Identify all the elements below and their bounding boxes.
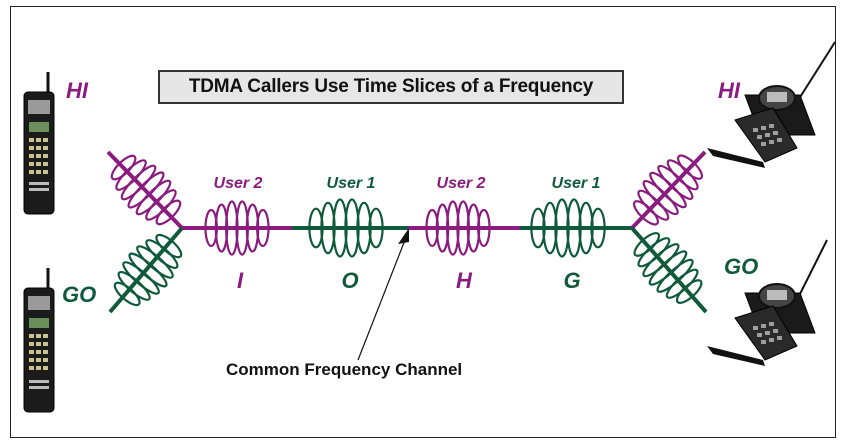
channel-caption: Common Frequency Channel — [226, 360, 463, 379]
wave-right-lower — [633, 232, 703, 304]
slot-letter: O — [341, 268, 359, 293]
right-phone-go-icon — [707, 239, 828, 366]
left-go-label: GO — [62, 282, 97, 307]
slot-letter: G — [563, 268, 581, 293]
slot-letter: H — [456, 268, 472, 293]
right-go-label: GO — [724, 254, 759, 279]
wave-slot-user1-g — [530, 198, 606, 258]
slot-letter: I — [236, 268, 244, 293]
wave-left-lower — [113, 233, 183, 307]
caption-arrow — [357, 239, 406, 361]
wave-left-upper — [110, 154, 182, 226]
wave-right-upper — [632, 154, 704, 226]
slot-user-label: User 1 — [326, 175, 376, 192]
wave-slot-user2-i — [204, 200, 270, 256]
diagram-title: TDMA Callers Use Time Slices of a Freque… — [158, 70, 624, 104]
right-upper-arm — [630, 150, 707, 230]
slot-user-label: User 2 — [436, 175, 486, 192]
right-hi-label: HI — [718, 78, 740, 103]
left-phone-hi-icon — [23, 72, 55, 215]
wave-slot-user1-o — [308, 198, 384, 258]
wave-slot-user2-h — [425, 200, 491, 256]
left-phone-go-icon — [23, 268, 55, 413]
right-phone-hi-icon — [707, 41, 836, 168]
left-hi-label: HI — [66, 78, 88, 103]
caption-arrowhead — [398, 228, 409, 244]
slot-user-label: User 1 — [551, 175, 601, 192]
right-lower-arm — [630, 226, 708, 314]
diagram-frame — [10, 6, 836, 438]
slot-user-label: User 2 — [213, 175, 263, 192]
left-upper-arm — [106, 150, 184, 230]
